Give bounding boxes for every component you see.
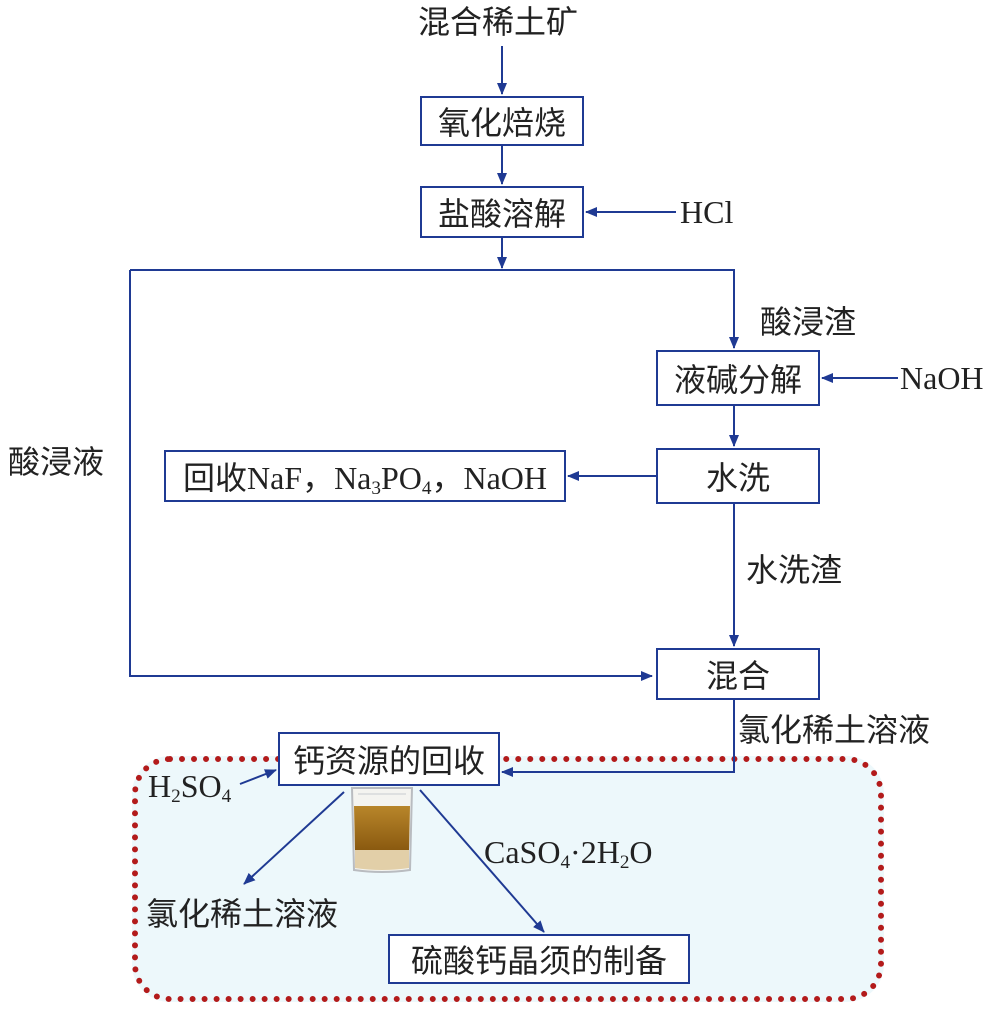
box-calcium-recovery: 钙资源的回收 (278, 732, 500, 786)
box-recover-products: 回收NaF，Na3PO4，NaOH (164, 450, 566, 502)
arrow-beaker-to-whisker (419, 789, 545, 933)
box-oxidation-roasting-text: 氧化焙烧 (437, 104, 566, 142)
box-calcium-recovery-text: 钙资源的回收 (292, 742, 485, 780)
label-h2so4: H2SO4 (148, 768, 232, 807)
box-acid-dissolution: 盐酸溶解 (420, 186, 584, 238)
box-mixing: 混合 (656, 648, 820, 700)
arrow-split-left-to-mix (129, 270, 653, 681)
label-re-chloride-solution-2: 氯化稀土溶液 (146, 895, 339, 933)
box-alkali-decomposition-text: 液碱分解 (673, 361, 802, 399)
label-acid-leachate: 酸浸液 (8, 443, 105, 481)
label-hcl: HCl (680, 194, 734, 230)
label-ore: 混合稀土矿 (418, 3, 579, 41)
box-alkali-decomposition: 液碱分解 (656, 350, 820, 406)
label-re-chloride-solution: 氯化稀土溶液 (738, 711, 931, 749)
box-oxidation-roasting: 氧化焙烧 (420, 96, 584, 146)
label-naoh: NaOH (900, 360, 984, 396)
arrow-beaker-to-solution (243, 791, 345, 885)
beaker-image (350, 787, 414, 873)
arrow-h2so4-to-calcium (239, 769, 277, 785)
label-caso4-dihydrate: CaSO4·2H2O (484, 834, 653, 873)
box-whisker-preparation-text: 硫酸钙晶须的制备 (410, 942, 667, 980)
box-recover-products-text: 回收NaF，Na3PO4，NaOH (182, 460, 548, 499)
box-whisker-preparation: 硫酸钙晶须的制备 (388, 934, 690, 984)
label-wash-residue: 水洗渣 (746, 551, 843, 589)
box-water-wash-text: 水洗 (705, 459, 770, 497)
box-acid-dissolution-text: 盐酸溶解 (437, 195, 566, 233)
label-acid-residue: 酸浸渣 (760, 303, 857, 341)
box-mixing-text: 混合 (705, 657, 770, 695)
arrow-split-right-to-alkali (130, 269, 739, 349)
arrow-mix-to-calcium (501, 698, 735, 777)
box-water-wash: 水洗 (656, 448, 820, 504)
